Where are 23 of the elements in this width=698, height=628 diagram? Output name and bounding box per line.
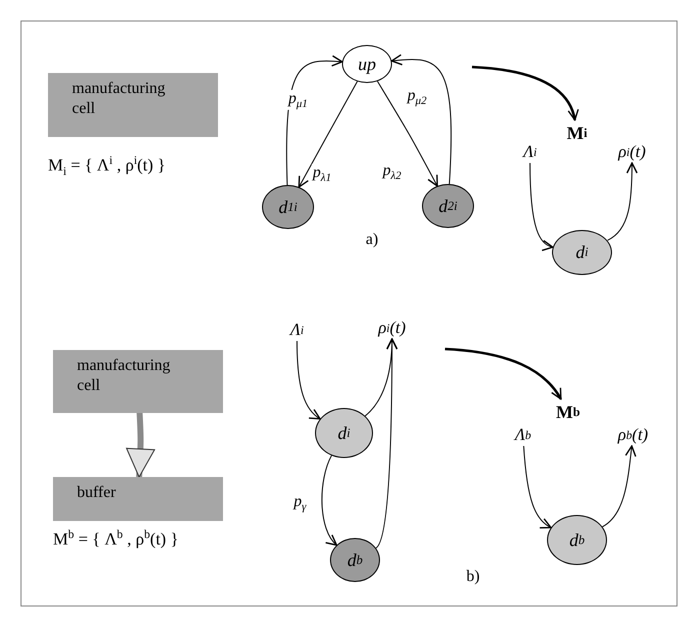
arrow	[322, 455, 338, 546]
arrow	[444, 348, 562, 400]
arrow	[376, 80, 438, 187]
buffer-box: buffer	[53, 477, 223, 521]
arrow	[602, 445, 636, 528]
arrow	[390, 54, 452, 185]
edge-label: p$_{μ1}$	[287, 90, 309, 110]
arrow	[286, 55, 343, 186]
arrow	[523, 446, 552, 528]
block-arrow	[126, 412, 156, 478]
panel-label: b)	[466, 568, 480, 586]
cell-box: manufacturing cell	[48, 73, 218, 137]
arrow	[296, 340, 321, 420]
arrow	[607, 162, 638, 241]
arrow	[375, 338, 398, 549]
arrow	[472, 66, 578, 121]
arrow	[298, 81, 358, 188]
model-formula: M$^{b}$ = { Λ$^{b}$ , ρ$^{b}$(t) }	[53, 527, 179, 550]
model-formula: M$_{i}$ = { Λ$^{i}$ , ρ$^{i}$(t) }	[48, 153, 166, 180]
cell-box: manufacturing cell	[53, 350, 223, 412]
state-circle: up	[342, 45, 392, 83]
panel-label: a)	[366, 231, 378, 249]
arrow	[530, 162, 554, 250]
